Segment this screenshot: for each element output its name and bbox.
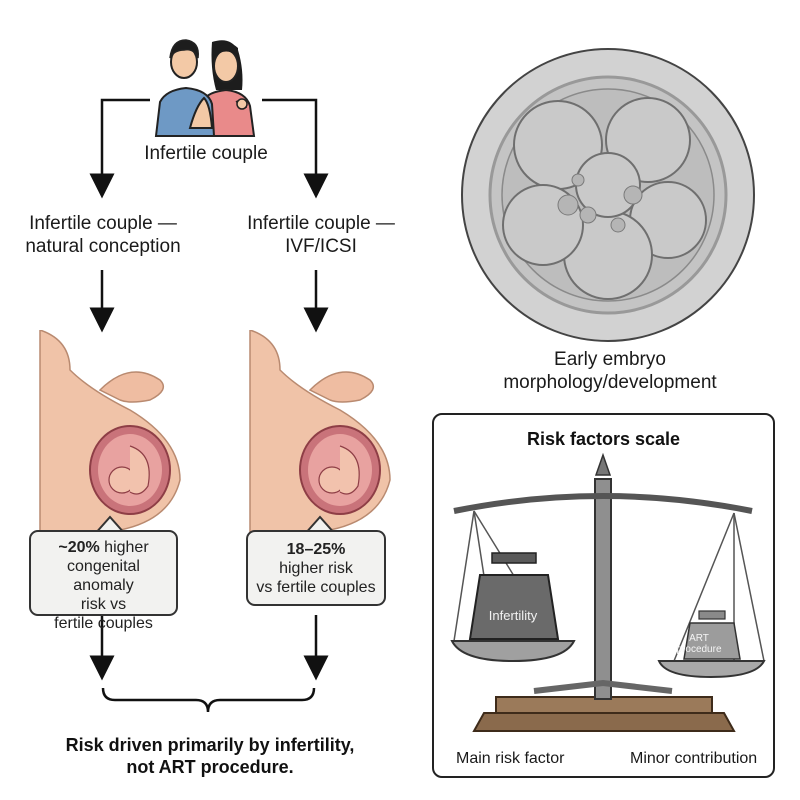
infertility-weight-label: Infertility: [488, 608, 538, 623]
couple-icon: [154, 39, 256, 137]
scale-title: Risk factors scale: [526, 429, 681, 449]
left-risk-bubble: ~20% higher congenital anomaly risk vs f…: [29, 530, 178, 632]
balance-scale-icon: [450, 452, 766, 732]
art-weight-label: ART procedure: [676, 633, 722, 655]
right-branch-label: Infertile couple — IVF/ICSI: [247, 213, 395, 257]
embryo-caption: Early embryo morphology/development: [503, 349, 717, 393]
top-node-label: Infertile couple: [144, 143, 268, 164]
pregnancy-illustration-right: [249, 330, 391, 540]
risk-factors-scale-panel: Risk factors scale Infertility ART proce…: [432, 413, 775, 778]
main-risk-factor-caption: Main risk factor: [456, 750, 565, 767]
right-risk-bubble: 18–25% higher risk vs fertile couples: [246, 530, 386, 606]
pregnancy-illustration-left: [39, 330, 181, 540]
left-branch-label: Infertile couple — natural conception: [25, 213, 181, 257]
conclusion-text: Risk driven primarily by infertility, no…: [65, 735, 355, 777]
minor-contribution-caption: Minor contribution: [630, 750, 758, 767]
embryo-micrograph: [461, 48, 755, 342]
